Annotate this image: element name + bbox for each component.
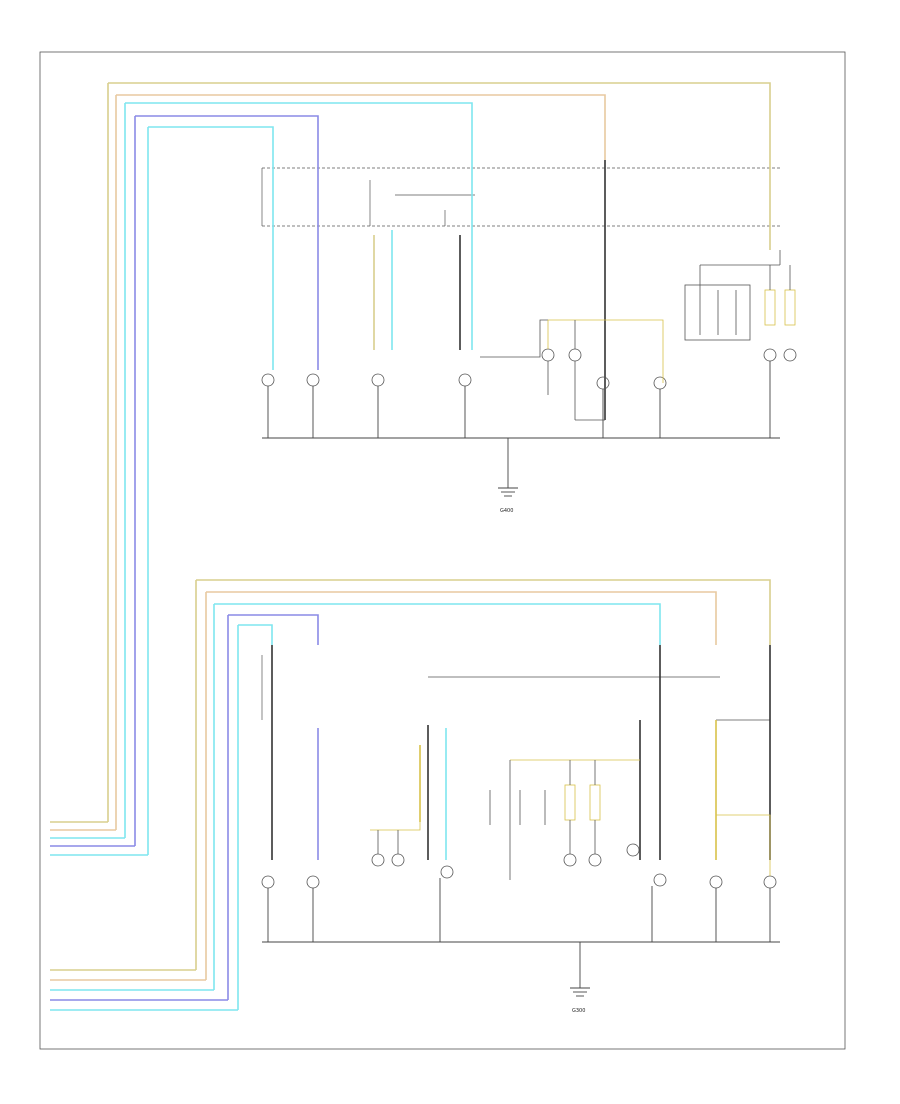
top-components <box>261 250 797 421</box>
bottom-ground-bus <box>262 878 780 997</box>
bottom-trunk-wires <box>195 579 771 1010</box>
top-ground-bus <box>262 361 780 497</box>
top-branch-wires <box>272 160 771 420</box>
bottom-wire-stubs <box>50 969 238 1011</box>
diagram-border <box>39 51 846 1050</box>
bottom-components <box>261 759 777 889</box>
ground-bottom-label: G300 <box>572 1008 585 1014</box>
top-wire-stubs <box>50 821 148 856</box>
bottom-connector-block <box>261 655 771 721</box>
ground-top-label: G400 <box>500 508 513 514</box>
top-trunk-wires <box>107 82 771 855</box>
top-connector-block <box>261 167 780 227</box>
